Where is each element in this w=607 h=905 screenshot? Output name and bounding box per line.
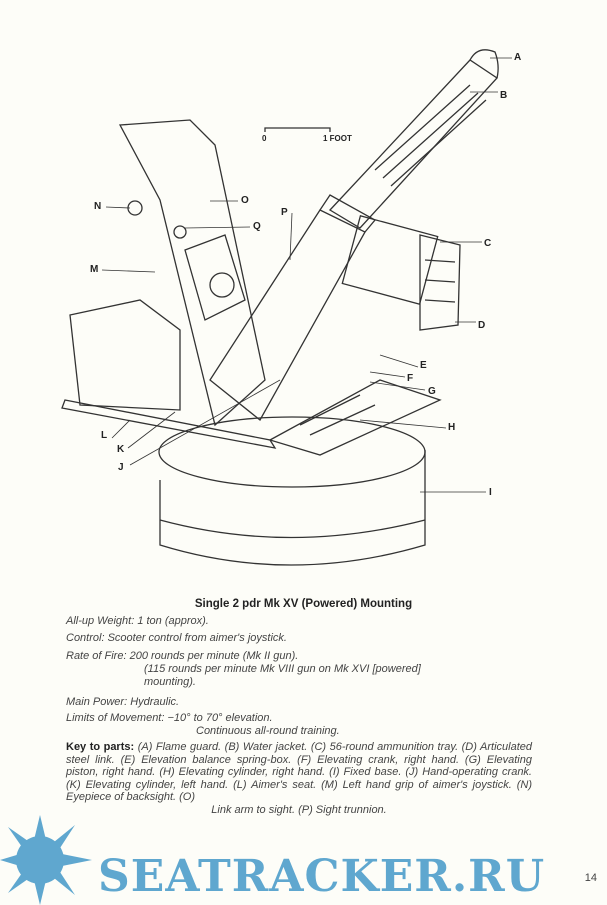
gun-barrel — [328, 49, 499, 229]
key-heading: Key to parts: — [66, 741, 135, 753]
aimers-seat — [61, 299, 277, 449]
spec-training: Continuous all-round training. — [196, 725, 340, 737]
spec-power: Main Power: Hydraulic. — [66, 696, 180, 708]
spec-limits: Limits of Movement: −10° to 70° elevatio… — [66, 712, 273, 724]
key-body: (A) Flame guard. (B) Water jacket. (C) 5… — [66, 741, 532, 804]
scale-foot: 1 FOOT — [323, 134, 352, 143]
gun-mounting-drawing — [61, 49, 512, 566]
scale-bar — [264, 127, 331, 132]
label-l: L — [101, 430, 108, 441]
spec-rate: Rate of Fire: 200 rounds per minute (Mk … — [66, 650, 299, 662]
label-a: A — [514, 52, 522, 63]
label-m: M — [90, 264, 99, 275]
label-i: I — [489, 487, 492, 498]
spec-rate-note: (115 rounds per minute Mk VIII gun on Mk… — [144, 663, 421, 675]
label-g: G — [428, 386, 436, 397]
label-d: D — [478, 320, 486, 331]
label-b: B — [500, 90, 508, 101]
platform — [268, 379, 442, 456]
fixed-base — [158, 416, 426, 566]
sunburst-logo-icon — [0, 815, 92, 905]
label-o: O — [241, 195, 249, 206]
elevating-cylinder — [299, 394, 376, 436]
label-c: C — [484, 238, 492, 249]
label-e: E — [420, 360, 427, 371]
label-j: J — [118, 462, 124, 473]
label-f: F — [407, 373, 414, 384]
label-q: Q — [253, 221, 261, 232]
key-to-parts: Key to parts: (A) Flame guard. (B) Water… — [66, 741, 532, 817]
scale-zero: 0 — [262, 134, 267, 143]
label-p: P — [281, 207, 288, 218]
watermark: SEATRACKER.RU — [98, 851, 546, 902]
label-k: K — [117, 444, 125, 455]
spec-control: Control: Scooter control from aimer's jo… — [66, 632, 287, 644]
gun-body — [209, 194, 461, 421]
spec-weight: All-up Weight: 1 ton (approx). — [66, 615, 209, 627]
page-number: 14 — [584, 872, 597, 884]
label-n: N — [94, 201, 102, 212]
key-last-line: Link arm to sight. (P) Sight trunnion. — [211, 803, 387, 816]
spec-rate-note-end: mounting). — [144, 676, 196, 688]
leader-lines — [101, 57, 512, 493]
sight-frame — [118, 119, 266, 427]
page-title: Single 2 pdr Mk XV (Powered) Mounting — [194, 598, 413, 610]
label-h: H — [448, 422, 456, 433]
